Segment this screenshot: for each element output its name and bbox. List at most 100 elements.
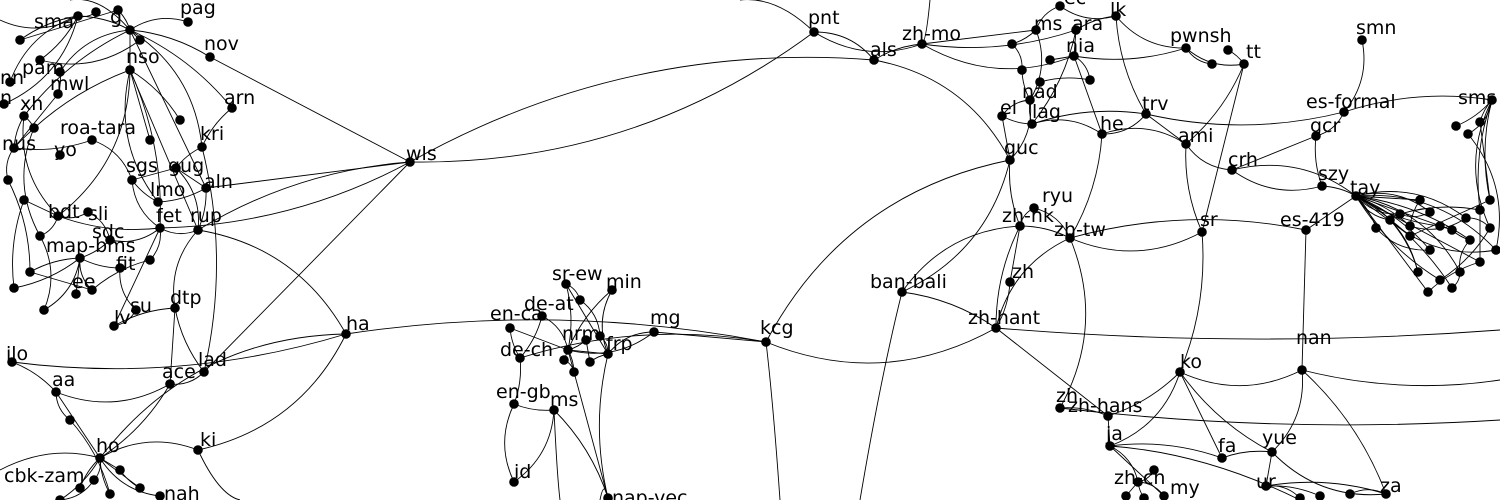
node-label: trv [1142,93,1169,115]
graph-node [7,357,17,367]
graph-edge [129,29,233,109]
graph-node [1475,257,1485,267]
graph-node [145,135,155,145]
graph-node [1371,223,1381,233]
graph-edge [11,361,57,393]
node-label: guc [1004,137,1039,159]
graph-edge [19,9,119,41]
graph-node [1097,129,1107,139]
graph-edge [813,31,923,53]
graph-node [561,279,571,289]
graph-node [1317,181,1327,191]
graph-node [559,355,569,365]
graph-node [1295,493,1305,500]
node-label: nia [1066,35,1095,57]
graph-edge [1355,191,1467,219]
graph-node [227,103,237,113]
graph-node [1435,221,1445,231]
graph-edge [1185,63,1245,145]
graph-edge [1109,445,1165,497]
graph-edge [99,333,347,459]
graph-node [1085,75,1095,85]
graph-edge [1231,169,1323,191]
node-label: gcr [1310,115,1341,137]
graph-edge [173,229,199,309]
node-label: nus [2,133,36,155]
graph-edge [1069,231,1203,252]
node-label: gug [168,155,204,177]
graph-edge [1305,195,1357,231]
graph-node [5,77,15,87]
node-label: ja [1105,423,1123,445]
node-label: ho [96,435,120,457]
graph-edge [565,283,572,351]
graph-edge [129,29,207,189]
node-label: arn [224,87,255,109]
graph-node [205,52,215,62]
node-label: my [1170,477,1200,499]
node-label: wls [406,143,437,165]
node-label: nan [1296,327,1332,349]
graph-node [341,329,351,339]
graph-edge [553,409,609,499]
node-label: pnt [808,7,840,29]
graph-node [19,195,29,205]
node-label: mwl [50,73,89,95]
graph-edge [873,59,1011,161]
graph-node [1141,109,1151,119]
graph-node [87,285,97,295]
graph-node [1029,203,1039,213]
graph-edge [3,15,79,105]
node-label: ec [1064,0,1086,9]
graph-node [1487,95,1497,105]
graph-edge [1109,443,1223,459]
node-label: fit [116,253,135,275]
graph-edge [1031,29,1077,125]
graph-edge [129,69,199,231]
graph-node [193,445,203,455]
node-label: min [606,271,642,293]
node-label: kri [200,123,224,145]
graph-edge [113,307,176,327]
graph-edge [1029,29,1043,101]
graph-node [761,337,771,347]
graph-node [1197,227,1207,237]
graph-edge [209,56,411,163]
graph-node [1339,107,1349,117]
graph-edge [203,161,411,373]
graph-edge [995,327,1500,340]
node-label: el [1000,97,1017,119]
node-label: frp [606,333,633,355]
graph-edge [1355,194,1497,251]
graph-node [1159,491,1169,500]
graph-node [991,323,1001,333]
graph-node [15,35,25,45]
graph-node [127,175,137,185]
node-label: sma [34,11,74,33]
graph-edge [159,227,199,235]
node-label: de-at [524,293,574,315]
graph-edge [553,409,561,500]
graph-node [405,157,415,167]
graph-node [1357,35,1367,45]
graph-edge [901,159,1011,293]
graph-node [1103,411,1113,421]
graph-node [1425,245,1435,255]
graph-node [1415,195,1425,205]
graph-edge [91,139,133,181]
graph-edge [70,0,131,31]
graph-edge [59,29,131,73]
graph-edge [149,227,161,261]
node-label: zh [1012,261,1034,283]
graph-edge [99,457,161,497]
graph-edge [995,225,1021,329]
graph-edge [1301,369,1387,495]
graph-node [563,345,573,355]
node-label: zh-hant [968,307,1040,329]
graph-node [1475,117,1485,127]
graph-edge [1109,445,1301,500]
graph-node [1297,365,1307,375]
node-label: xh [20,93,43,115]
graph-node [1133,477,1143,487]
